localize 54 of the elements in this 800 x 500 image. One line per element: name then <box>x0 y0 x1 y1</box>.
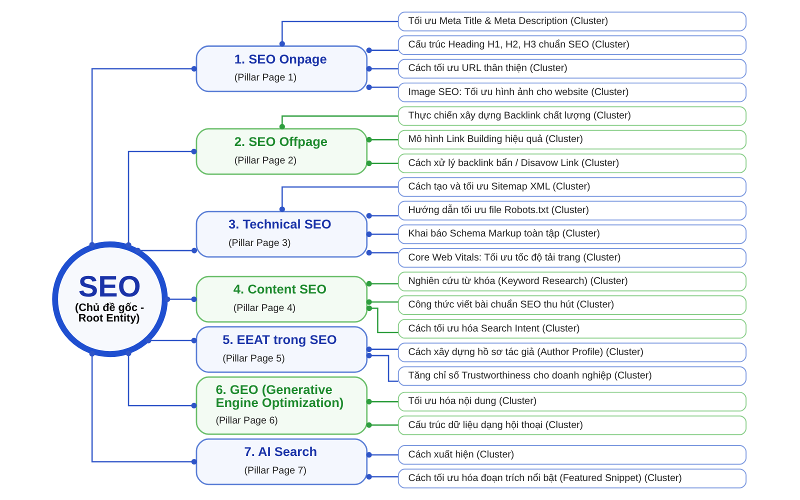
connector <box>125 350 196 408</box>
node-box: 2. SEO Offpage (Pillar Page 2) <box>195 128 368 175</box>
node-box: 5. EEAT trong SEO (Pillar Page 5) <box>195 326 368 373</box>
node-box: Công thức viết bài chuẩn SEO thu hút (Cluster) <box>397 295 746 315</box>
connector <box>366 250 398 256</box>
node-box: Hướng dẫn tối ưu file Robots.txt (Cluster) <box>397 200 746 220</box>
connector <box>366 305 398 334</box>
node-box: 7. AI Search (Pillar Page 7) <box>195 438 368 486</box>
connector <box>366 48 398 54</box>
connector <box>366 231 398 238</box>
node-box: Cách xây dựng hồ sơ tác giả (Author Profile) (Cluster) <box>397 342 746 362</box>
connector <box>366 352 398 382</box>
connector <box>164 296 196 302</box>
connector <box>366 299 398 305</box>
node-box: 1. SEO Onpage (Pillar Page 1) <box>195 45 368 92</box>
node-box: 6. GEO (Generative Engine Optimization) (Pillar Page 6) <box>195 376 368 435</box>
connector <box>145 338 196 344</box>
node-box: Khai báo Schema Markup toàn tập (Cluster) <box>397 224 746 244</box>
node-box: Thực chiến xây dựng Backlink chất lượng (Cluster) <box>397 106 746 126</box>
node-box: Cấu trúc Heading H1, H2, H3 chuẩn SEO (Cluster) <box>397 35 746 55</box>
node-box: Cách xử lý backlink bẩn / Disavow Link (Cluster) <box>397 153 746 174</box>
connector <box>88 350 196 465</box>
connector <box>366 160 398 166</box>
node-box: Cách xuất hiện (Cluster) <box>397 445 746 465</box>
connector <box>366 280 398 287</box>
node-box: Tối ưu Meta Title & Meta Description (Cluster) <box>397 12 746 32</box>
connector <box>366 452 398 458</box>
node-box: Cấu trúc dữ liệu dạng hội thoại (Cluster) <box>397 415 746 436</box>
node-box: Image SEO: Tối ưu hình ảnh cho website (Cluster) <box>397 82 746 102</box>
connector <box>366 422 398 428</box>
node-box: Tối ưu hóa nội dung (Cluster) <box>397 392 746 412</box>
connector <box>125 148 196 248</box>
node-box: Cách tối ưu hóa đoạn trích nổi bật (Featured Snippet) (Cluster) <box>397 468 746 488</box>
connector <box>366 84 398 90</box>
node-box: 3. Technical SEO (Pillar Page 3) <box>195 210 368 258</box>
connector <box>278 20 398 47</box>
node-box: Core Web Vitals: Tối ưu tốc độ tải trang (Cluster) <box>397 248 746 268</box>
node-box: Cách tối ưu URL thân thiện (Cluster) <box>397 58 746 79</box>
connector <box>366 212 398 219</box>
connector <box>278 186 398 212</box>
connector <box>366 474 398 480</box>
connector <box>88 66 196 248</box>
node-box: Cách tạo và tối ưu Sitemap XML (Cluster) <box>397 177 746 197</box>
connector <box>366 398 398 404</box>
connector <box>134 248 197 254</box>
connector <box>366 66 398 72</box>
node-box: 4. Content SEO (Pillar Page 4) <box>195 276 368 323</box>
connector <box>366 136 398 142</box>
node-box: Tăng chỉ số Trustworthiness cho doanh nghiệp (Cluster) <box>397 366 746 386</box>
connector <box>278 115 398 130</box>
node-box: Nghiên cứu từ khóa (Keyword Research) (Cluster) <box>397 272 746 292</box>
node-box: Cách tối ưu hóa Search Intent (Cluster) <box>397 318 746 339</box>
connector <box>366 346 398 352</box>
node-box: Mô hình Link Building hiệu quả (Cluster) <box>397 130 746 150</box>
